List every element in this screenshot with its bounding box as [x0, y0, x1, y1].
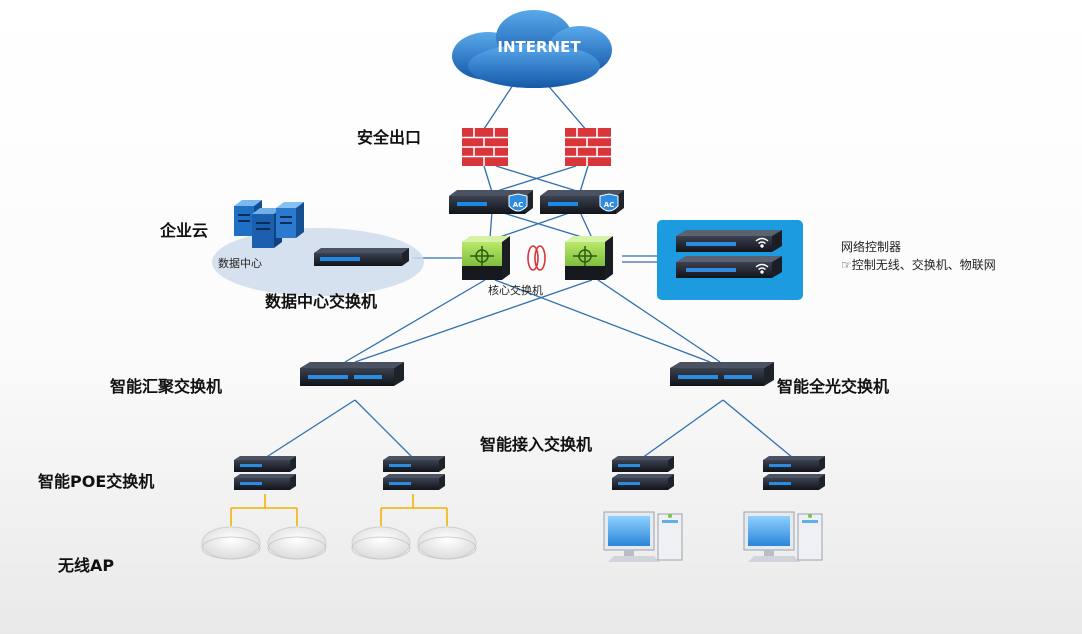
link-ac2-core1 — [496, 211, 573, 239]
controller-server-device — [676, 256, 782, 278]
link-fw1-ac2 — [495, 165, 581, 193]
core-switch-label: 核心交换机 — [488, 284, 543, 297]
controller-desc-label: ☞控制无线、交换机、物联网 — [841, 258, 996, 272]
access-switch-device — [763, 456, 825, 490]
poe-switch-device — [234, 456, 296, 490]
link-opt-acc1 — [641, 399, 724, 459]
dc-switch-device — [314, 248, 409, 266]
wireless-ap-icon — [417, 526, 477, 560]
desktop-pc-icon — [743, 511, 823, 562]
link-core1-opt-1 — [494, 279, 711, 363]
link-fw1-ac1 — [483, 165, 493, 193]
dc-switch-label: 数据中心交换机 — [265, 292, 378, 311]
security-exit-label: 安全出口 — [357, 128, 422, 147]
network-links — [264, 81, 794, 459]
link-agg-poe1 — [264, 399, 356, 459]
poe-switch-device — [383, 456, 445, 490]
link-ac2-core2 — [579, 211, 593, 239]
core-switch-device — [462, 236, 510, 280]
link-core2-agg-1 — [354, 279, 593, 363]
server-cluster-icon — [234, 200, 304, 248]
wireless-ap-icon — [351, 526, 411, 560]
firewall-icon — [565, 128, 611, 166]
ac-controller-device: AC — [540, 190, 624, 214]
stack-link-icon — [527, 245, 546, 271]
internet-label: INTERNET — [497, 38, 581, 56]
link-ac1-core1 — [489, 211, 493, 239]
core-switch-device — [565, 236, 613, 280]
enterprise-cloud-label: 企业云 — [160, 221, 209, 240]
link-agg-poe2 — [354, 399, 414, 459]
poe-switch-label: 智能POE交换机 — [38, 472, 155, 491]
ac-badge-label: AC — [513, 201, 524, 209]
wireless-ap-icon — [267, 526, 327, 560]
internet-cloud-icon: INTERNET — [452, 10, 612, 88]
controller-server-device — [676, 230, 782, 252]
access-switch-label: 智能接入交换机 — [480, 435, 593, 454]
optical-switch-label: 智能全光交换机 — [777, 377, 890, 396]
ac-badge-label: AC — [604, 201, 615, 209]
wireless-ap-label: 无线AP — [58, 556, 115, 575]
ap-links — [230, 494, 448, 526]
link-internet-fw1 — [481, 81, 516, 133]
link-core2-opt-1 — [597, 279, 721, 363]
aggregation-switch-device — [300, 362, 404, 386]
data-center-label: 数据中心 — [218, 257, 262, 270]
wifi-icon — [755, 237, 769, 248]
aggregation-switch-label: 智能汇聚交换机 — [110, 377, 223, 396]
access-switch-device — [612, 456, 674, 490]
link-fw2-ac2 — [579, 165, 589, 193]
link-fw2-ac1 — [493, 165, 577, 193]
wifi-icon — [755, 263, 769, 274]
link-ac1-core2 — [499, 211, 586, 239]
controller-title-label: 网络控制器 — [841, 240, 902, 254]
wireless-ap-icon — [201, 526, 261, 560]
link-internet-fw2 — [544, 81, 589, 133]
firewall-icon — [462, 128, 508, 166]
ac-controller-device: AC — [449, 190, 533, 214]
link-opt-acc2 — [722, 399, 794, 459]
desktop-pc-icon — [603, 511, 683, 562]
optical-switch-device — [670, 362, 774, 386]
link-core1-agg-1 — [344, 279, 486, 363]
